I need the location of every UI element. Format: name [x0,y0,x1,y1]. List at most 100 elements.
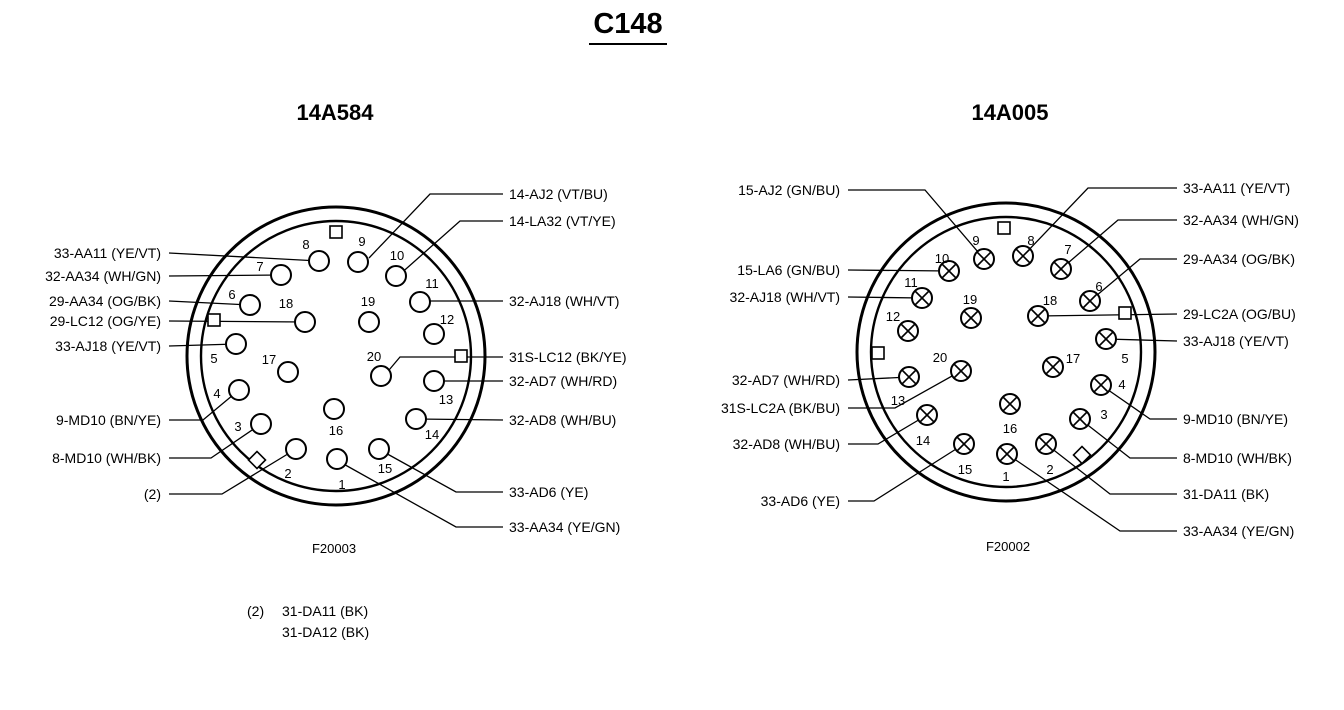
pin-cross-mark [1098,331,1114,347]
pin-right-4: 4 [1090,374,1126,396]
wire-leader-left-10 [168,274,282,277]
pin-socket [358,311,380,333]
wire-leader-left-8 [339,461,503,528]
pin-number: 16 [1003,421,1017,436]
pin-number: 20 [933,350,947,365]
keying-tab-right-4 [1072,445,1092,465]
wire-label-left-4: 31S-LC12 (BK/YE) [509,349,627,365]
pin-number: 18 [1043,293,1057,308]
pin-number: 14 [916,433,930,448]
pin-socket [409,291,431,313]
wire-leader-right-8 [1022,187,1177,257]
wire-label-right-10: 29-AA34 (OG/BK) [1183,251,1295,267]
pin-number: 17 [262,352,276,367]
wire-label-left-8: 33-AA34 (YE/GN) [509,519,620,535]
pin-socket [370,365,392,387]
wire-label-right-11: 29-LC2A (OG/BU) [1183,306,1296,322]
connector-right-title: 14A005 [971,100,1048,125]
pin-number: 7 [1064,242,1071,257]
wire-label-left-1: 14-AJ2 (VT/BU) [509,186,608,202]
pin-socket [423,370,445,392]
pin-right-13: 13 [891,366,920,408]
wire-leader-left-12 [168,320,306,323]
wire-label-left-5: 32-AD7 (WH/RD) [509,373,617,389]
pin-number: 10 [390,248,404,263]
pin-number: 17 [1066,351,1080,366]
keying-tab-right-3 [1118,306,1132,320]
pin-number: 16 [329,423,343,438]
pin-socket [270,264,292,286]
wire-label-left-12: 29-LC12 (OG/YE) [50,313,161,329]
pin-left-19: 19 [358,294,380,333]
pin-number: 1 [338,477,345,492]
pin-socket [250,413,272,435]
pin-number: 19 [963,292,977,307]
pin-socket [277,361,299,383]
wire-label-right-16: 33-AA34 (YE/GN) [1183,523,1294,539]
pin-left-6: 6 [228,287,261,316]
pin-number: 11 [904,275,918,290]
pin-cross-mark [1038,436,1054,452]
pin-cross-mark [919,407,935,423]
keying-tab-right-2 [871,346,885,360]
wire-label-right-4: 32-AD7 (WH/RD) [732,372,840,388]
pin-right-6: 6 [1079,279,1103,312]
page-title: C148 [593,8,662,40]
pin-cross-mark [1053,261,1069,277]
pin-cross-mark [1030,308,1046,324]
wire-label-right-3: 32-AJ18 (WH/VT) [730,289,840,305]
connector-left-title: 14A584 [296,100,374,125]
pin-number: 15 [378,461,392,476]
pin-number: 5 [1121,351,1128,366]
pin-number: 20 [367,349,381,364]
pin-left-16: 16 [323,398,345,438]
pin-socket [225,333,247,355]
connector-right-inner-ring [869,215,1143,489]
keying-tab-left-1 [329,225,343,239]
footnote-line-2: 31-DA12 (BK) [282,624,369,640]
pin-left-8: 8 [302,237,330,272]
wire-leader-left-6 [415,418,504,421]
wire-label-right-9: 32-AA34 (WH/GN) [1183,212,1299,228]
wire-label-left-10: 32-AA34 (WH/GN) [45,268,161,284]
wire-leader-left-2 [397,220,503,277]
pin-left-4: 4 [213,379,250,401]
wire-leader-left-7 [381,450,503,493]
pin-cross-mark [1093,377,1109,393]
wire-leader-right-2 [847,269,950,272]
pin-number: 2 [284,466,291,481]
wire-leader-right-5 [848,370,962,409]
pin-socket [405,408,427,430]
wire-leader-right-6 [848,414,928,445]
pin-cross-mark [999,446,1015,462]
keying-tab-left-2 [207,313,221,327]
pin-number: 4 [213,386,220,401]
pin-number: 3 [234,419,241,434]
pin-socket [326,448,348,470]
connector-left-inner-ring [199,219,473,493]
pin-cross-mark [1002,396,1018,412]
wire-leader-left-16 [169,448,297,495]
wire-leader-left-15 [169,423,262,459]
pin-number: 15 [958,462,972,477]
keying-tab-left-3 [454,349,468,363]
wire-label-right-8: 33-AA11 (YE/VT) [1183,180,1290,196]
pin-number: 12 [886,309,900,324]
pin-socket [294,311,316,333]
footnote-line-1: 31-DA11 (BK) [282,603,368,619]
wire-label-right-5: 31S-LC2A (BK/BU) [721,400,840,416]
wire-label-left-6: 32-AD8 (WH/BU) [509,412,616,428]
pin-socket [323,398,345,420]
pin-right-1: 1 [996,443,1018,484]
pin-socket [368,438,390,460]
wire-label-right-13: 9-MD10 (BN/YE) [1183,411,1288,427]
pin-right-12: 12 [886,309,919,342]
pin-socket [239,294,261,316]
pin-socket [385,265,407,287]
pin-number: 13 [891,393,905,408]
pin-left-15: 15 [368,438,392,476]
wire-leader-right-1 [848,189,985,260]
wire-leader-right-3 [847,296,923,299]
